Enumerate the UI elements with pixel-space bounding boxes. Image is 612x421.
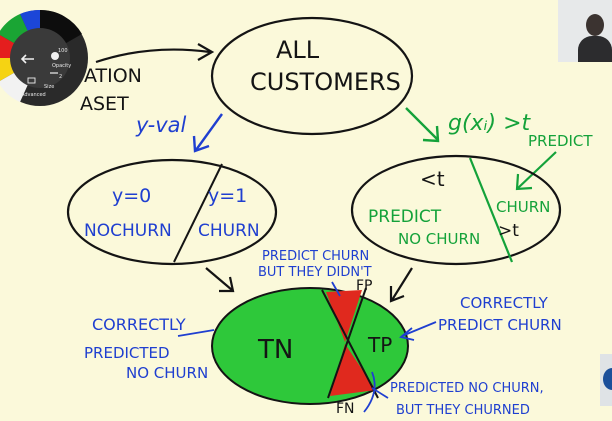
- opacity-value: 100: [58, 48, 68, 54]
- fn-note-line2: BUT THEY CHURNED: [396, 403, 530, 418]
- arrow-head-all-customers: [197, 43, 215, 61]
- tp-label: TP: [367, 333, 392, 357]
- fp-note-line1: PREDICT CHURN: [262, 249, 369, 264]
- fp-label: FP: [356, 278, 373, 294]
- size-label: Size: [44, 84, 55, 90]
- actual-labels-divider: [173, 163, 223, 263]
- fp-region: [326, 290, 362, 342]
- fp-note-arrow: [331, 281, 341, 297]
- arrow-head-y-val: [192, 135, 210, 153]
- churn-actual-label: CHURN: [198, 221, 260, 241]
- arrow-left-to-bottom: [205, 267, 233, 291]
- tp-note-arrow: [401, 321, 437, 337]
- color-swatch-yellow[interactable]: [0, 58, 40, 82]
- arrow-head-predict-churn: [515, 173, 533, 191]
- presenter-head: [586, 14, 604, 36]
- opacity-knob-icon[interactable]: [51, 52, 59, 60]
- y1-label: y=1: [208, 185, 247, 207]
- score-threshold-label: g(xᵢ) >t: [448, 111, 532, 136]
- predictions-divider: [468, 157, 514, 263]
- arrow-score: [405, 107, 439, 141]
- opacity-label: Opacity: [52, 63, 72, 69]
- all-customers-line1: ALL: [276, 36, 320, 64]
- back-arrow-icon[interactable]: [20, 54, 34, 64]
- pen-palette[interactable]: 100 Opacity 2 Size Advanced: [0, 0, 92, 112]
- gt-threshold-label: >t: [498, 221, 519, 241]
- y-val-label: y-val: [135, 113, 187, 137]
- tp-note-line1: CORRECTLY: [460, 294, 549, 312]
- advanced-icon[interactable]: [27, 77, 36, 84]
- tp-note-line2: PREDICT CHURN: [438, 316, 562, 334]
- predict-churn-label: CHURN: [496, 198, 550, 216]
- arrow-to-all-customers: [95, 48, 211, 64]
- tn-note-line2: PREDICTED: [84, 344, 170, 362]
- predict-label: PREDICT: [528, 132, 593, 150]
- tp-note-arrow-head: [399, 327, 415, 341]
- lt-threshold-label: <t: [420, 167, 445, 191]
- fn-label: FN: [336, 401, 355, 417]
- all-customers-node: [210, 16, 414, 136]
- partial-label-line1: ATION: [84, 65, 142, 87]
- predict-no-churn-line2: NO CHURN: [398, 230, 480, 248]
- tn-note-line1: CORRECTLY: [92, 315, 186, 334]
- actual-labels-node: [66, 158, 278, 266]
- fn-note-line1: PREDICTED NO CHURN,: [390, 381, 544, 396]
- tn-note-line3: NO CHURN: [126, 364, 208, 382]
- y0-label: y=0: [112, 185, 151, 207]
- confusion-divider-a: [321, 289, 379, 399]
- fn-bracket: [363, 371, 376, 413]
- arrow-y-val: [195, 113, 223, 151]
- partial-label-line2: ASET: [80, 93, 129, 115]
- predict-no-churn-line1: PREDICT: [368, 207, 442, 227]
- tn-note-arrow: [177, 329, 215, 337]
- tn-label: TN: [257, 335, 293, 365]
- secondary-webcam: [600, 354, 612, 406]
- presenter-body: [578, 36, 612, 62]
- arrow-right-to-bottom: [391, 267, 413, 301]
- arrow-head-right-to-bottom: [389, 286, 405, 303]
- secondary-webcam-figure: [603, 368, 612, 390]
- arrow-head-left-to-bottom: [219, 276, 235, 293]
- presenter-webcam: [558, 0, 612, 62]
- predictions-node: [350, 154, 562, 266]
- arrow-head-score: [422, 125, 440, 143]
- size-value: 2: [59, 74, 63, 80]
- arrow-predict-churn: [517, 151, 557, 189]
- all-customers-line2: CUSTOMERS: [250, 68, 401, 96]
- no-churn-actual-label: NOCHURN: [84, 221, 172, 241]
- confusion-divider-b: [327, 287, 367, 399]
- fp-note-line2: BUT THEY DIDN'T: [258, 265, 372, 280]
- advanced-label: Advanced: [21, 92, 46, 98]
